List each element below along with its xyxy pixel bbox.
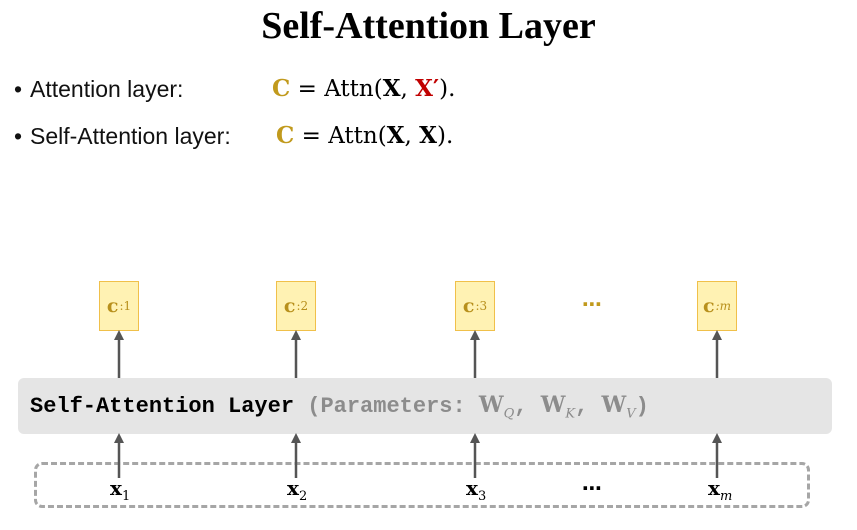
self-attention-layer-block xyxy=(18,378,832,434)
output-sub: :3 xyxy=(475,299,488,313)
output-label: c xyxy=(283,295,296,317)
param-wk: WK xyxy=(540,392,576,422)
bullet-label: Self-Attention layer: xyxy=(30,123,231,149)
equation-self-attention: C = Attn(X, X). xyxy=(276,122,453,149)
output-box-c3: c:3 xyxy=(455,281,495,331)
output-label: c xyxy=(703,295,715,317)
eq-comma: , xyxy=(400,76,416,102)
output-box-cm: c:m xyxy=(697,281,737,331)
param-wv: WV xyxy=(601,392,636,422)
output-sub: :2 xyxy=(296,299,309,313)
bullet-dot: • xyxy=(14,76,23,102)
bullet-label: Attention layer: xyxy=(30,76,184,102)
bullet-attention-layer: • Attention layer: xyxy=(14,76,183,103)
input-x2: x2 xyxy=(287,476,308,504)
param-sep: , xyxy=(575,394,602,419)
eq-body: = Attn( xyxy=(290,76,383,102)
equation-attention: C = Attn(X, X′). xyxy=(272,75,455,102)
input-sequence-box xyxy=(34,462,810,508)
bullet-self-attention-layer: • Self-Attention layer: xyxy=(14,123,231,150)
eq-lhs: C xyxy=(272,75,291,102)
eq-arg1: X xyxy=(382,75,401,102)
output-label: c xyxy=(106,295,119,317)
eq-lhs: C xyxy=(276,122,295,149)
input-x1: x1 xyxy=(110,476,131,504)
output-sub: :1 xyxy=(119,299,132,313)
eq-comma: , xyxy=(404,123,420,149)
param-sep: , xyxy=(514,394,541,419)
output-box-c2: c:2 xyxy=(276,281,316,331)
param-wq: WQ xyxy=(478,392,515,422)
eq-arg2: X′ xyxy=(415,75,440,102)
layer-params-open: (Parameters: xyxy=(294,394,479,419)
bullet-dot: • xyxy=(14,123,23,149)
input-xm: xm xyxy=(708,476,733,504)
eq-body: = Attn( xyxy=(294,123,387,149)
eq-close: ). xyxy=(437,123,454,149)
input-x3: x3 xyxy=(466,476,487,504)
page-title: Self-Attention Layer xyxy=(261,5,596,47)
output-ellipsis: ⋯ xyxy=(582,292,602,316)
output-sub: :m xyxy=(715,299,731,313)
output-label: c xyxy=(462,295,475,317)
layer-label: Self-Attention Layer (Parameters: WQ, WK… xyxy=(30,392,649,421)
eq-arg2: X xyxy=(419,122,438,149)
layer-params-close: ) xyxy=(635,394,649,419)
input-ellipsis: ⋯ xyxy=(582,476,602,500)
eq-arg1: X xyxy=(386,122,405,149)
eq-close: ). xyxy=(439,76,456,102)
layer-name: Self-Attention Layer xyxy=(30,394,295,419)
